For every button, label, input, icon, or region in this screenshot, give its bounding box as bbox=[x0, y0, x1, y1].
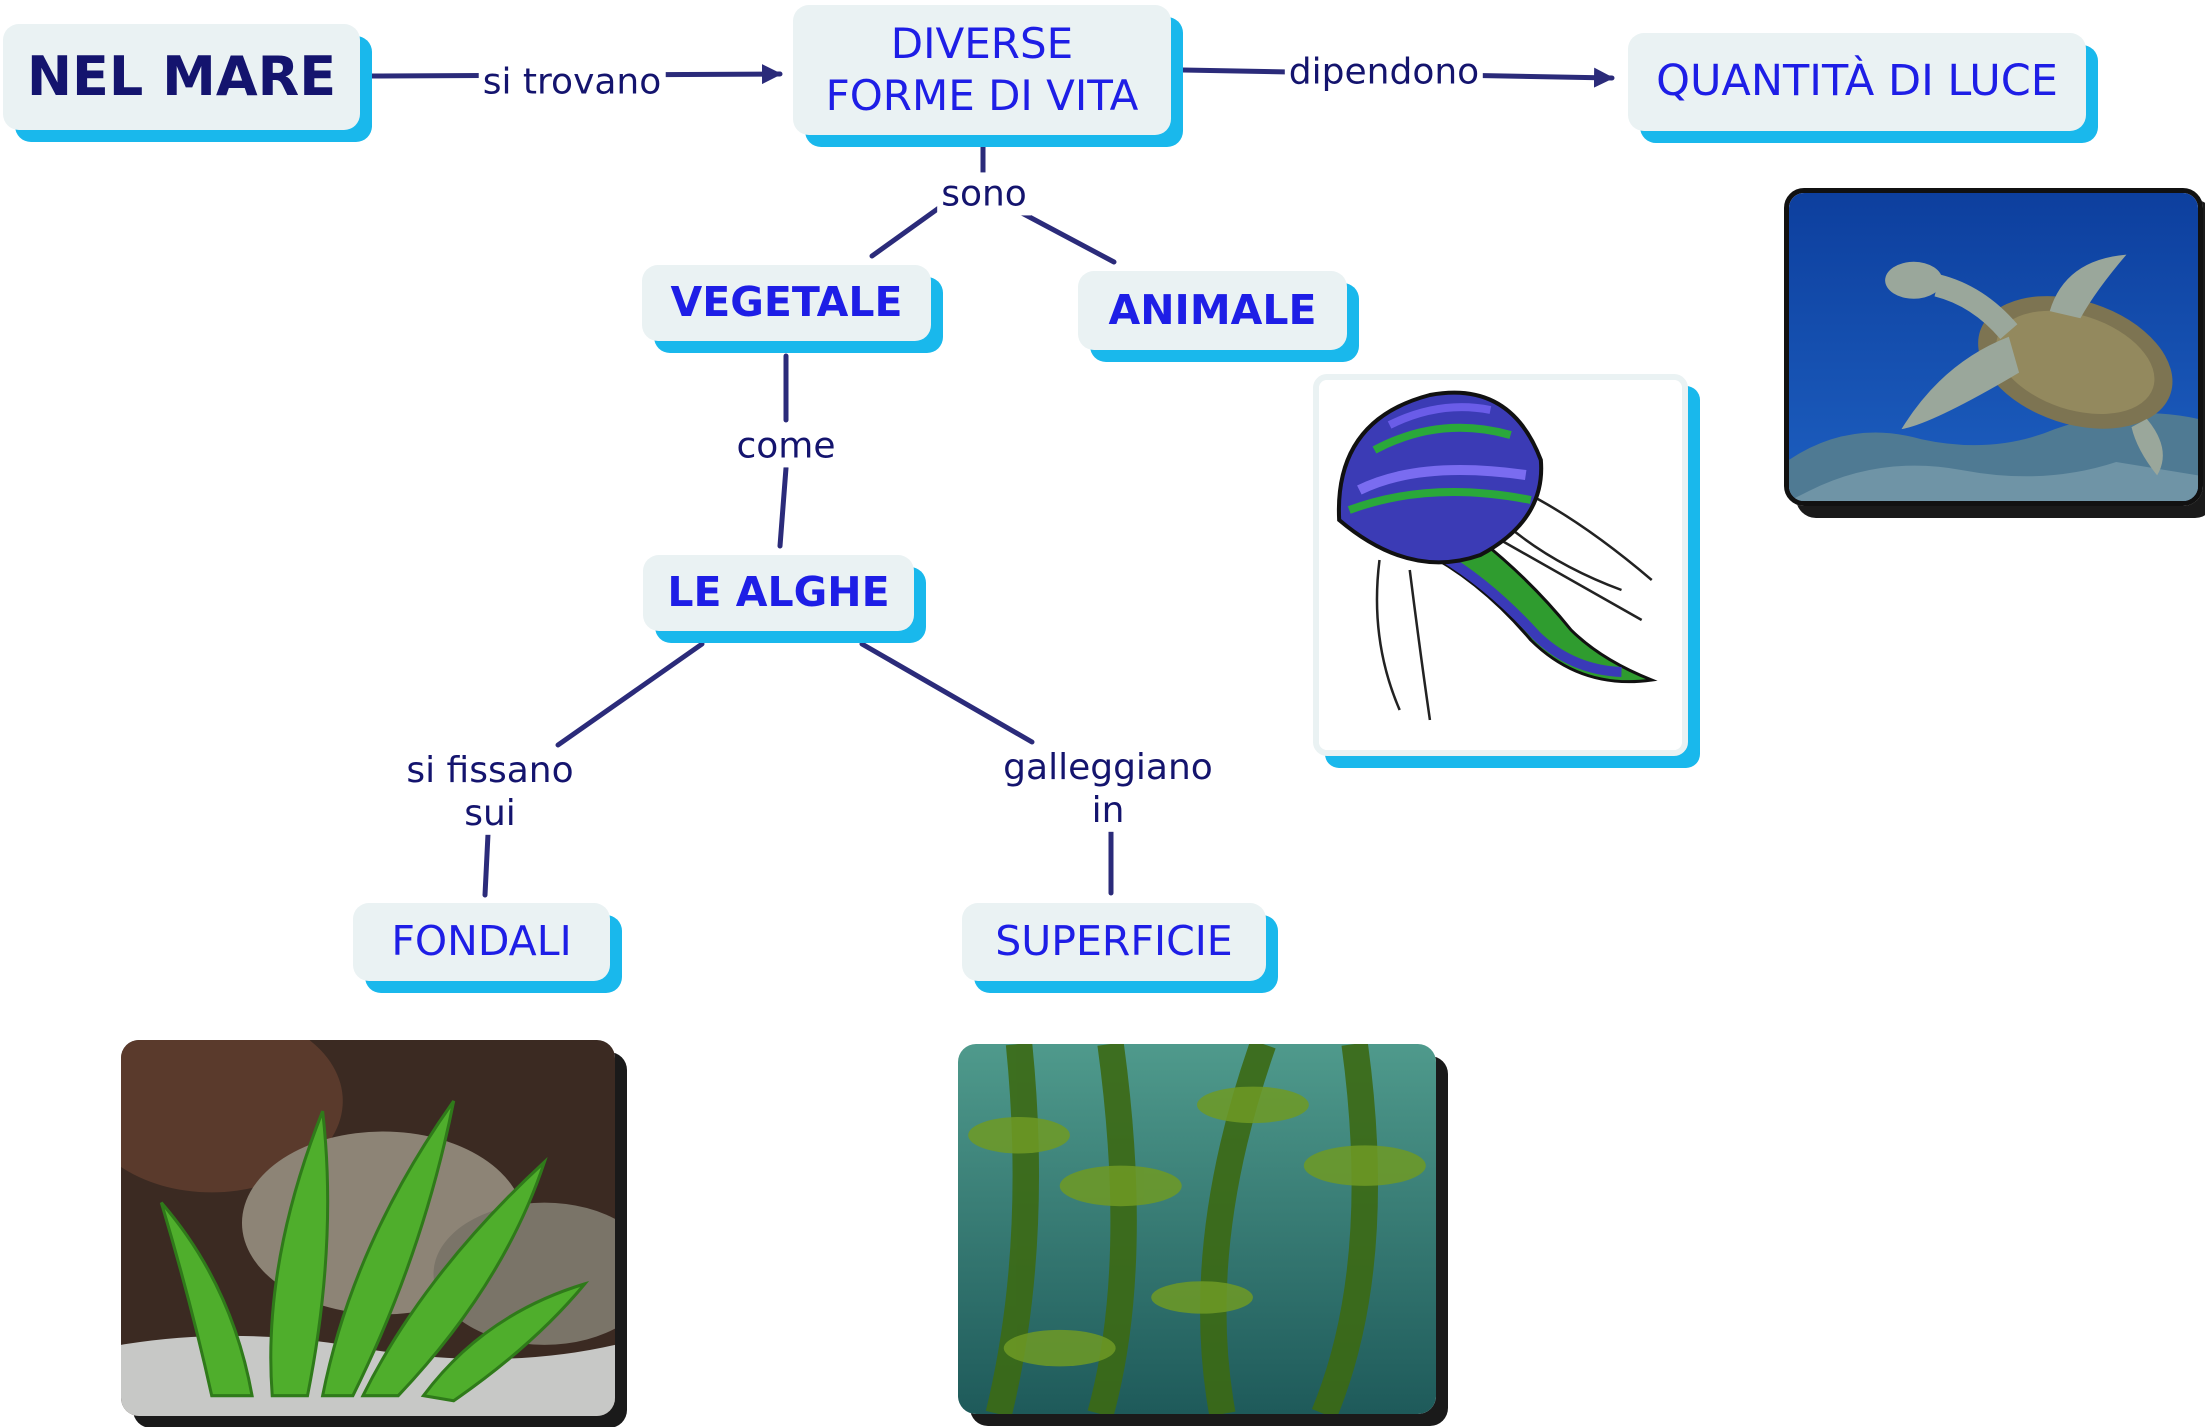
seaweed-image bbox=[121, 1040, 615, 1416]
node-superficie-label: SUPERFICIE bbox=[995, 916, 1232, 967]
node-nel-mare-label: NEL MARE bbox=[27, 43, 336, 111]
node-fondali-label: FONDALI bbox=[391, 916, 571, 967]
node-le-alghe-label: LE ALGHE bbox=[667, 567, 889, 618]
node-quantita-label: QUANTITÀ DI LUCE bbox=[1656, 55, 2058, 109]
turtle-photo[interactable] bbox=[1784, 188, 2203, 506]
kelp-forest-photo[interactable] bbox=[958, 1044, 1436, 1414]
link-fissano-bottom bbox=[485, 834, 488, 895]
jellyfish-drawing[interactable] bbox=[1313, 374, 1688, 756]
link-sono-right bbox=[1020, 212, 1114, 262]
link-label-si-fissano-line2: sui bbox=[406, 792, 573, 835]
node-diverse-forme-di-vita[interactable]: DIVERSE FORME DI VITA bbox=[793, 5, 1171, 135]
link-come-bottom bbox=[780, 468, 786, 546]
node-fondali[interactable]: FONDALI bbox=[353, 903, 610, 981]
link-label-galleggiano-line1: galleggiano bbox=[1003, 746, 1213, 789]
link-label-come: come bbox=[732, 424, 839, 467]
link-label-si-fissano: si fissano sui bbox=[402, 749, 577, 835]
seaweed-seabed-photo[interactable] bbox=[121, 1040, 615, 1416]
link-fissano-top bbox=[558, 644, 702, 745]
node-nel-mare[interactable]: NEL MARE bbox=[3, 24, 360, 130]
node-animale[interactable]: ANIMALE bbox=[1078, 271, 1347, 350]
link-galleggiano-top bbox=[862, 644, 1032, 742]
link-label-si-trovano: si trovano bbox=[479, 60, 666, 103]
turtle-image bbox=[1789, 193, 2198, 501]
jellyfish-image bbox=[1319, 380, 1682, 750]
node-vegetale-label: VEGETALE bbox=[670, 277, 902, 328]
link-label-galleggiano: galleggiano in bbox=[999, 746, 1217, 832]
node-diverse-line1: DIVERSE bbox=[891, 18, 1073, 71]
link-label-sono: sono bbox=[937, 172, 1031, 215]
link-label-dipendono: dipendono bbox=[1285, 50, 1483, 93]
node-animale-label: ANIMALE bbox=[1109, 285, 1317, 336]
link-label-si-fissano-line1: si fissano bbox=[406, 749, 573, 792]
node-quantita-di-luce[interactable]: QUANTITÀ DI LUCE bbox=[1628, 33, 2086, 131]
node-superficie[interactable]: SUPERFICIE bbox=[962, 903, 1266, 981]
kelp-image bbox=[958, 1044, 1436, 1414]
node-diverse-line2: FORME DI VITA bbox=[826, 70, 1139, 123]
node-le-alghe[interactable]: LE ALGHE bbox=[643, 555, 914, 631]
node-vegetale[interactable]: VEGETALE bbox=[642, 265, 931, 341]
link-label-galleggiano-line2: in bbox=[1003, 789, 1213, 832]
